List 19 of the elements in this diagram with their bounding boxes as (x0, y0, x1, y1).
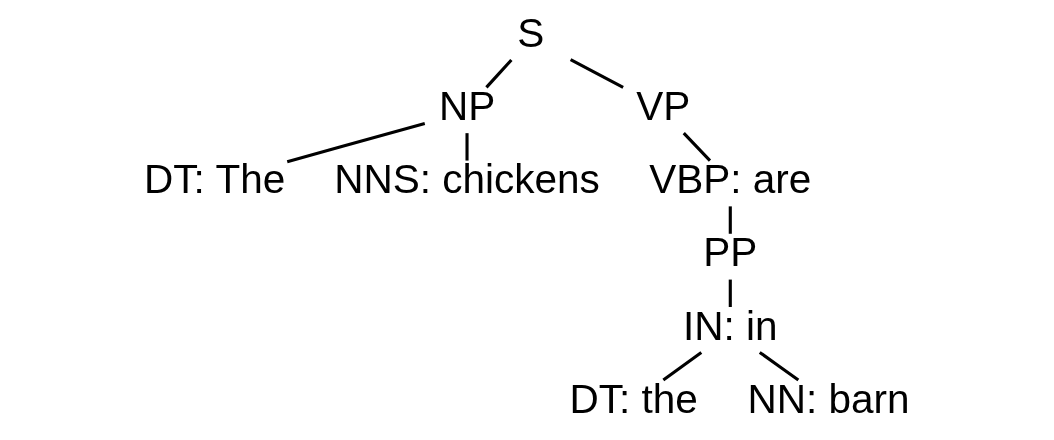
node-text: VBP: are (649, 156, 812, 203)
connector (485, 58, 513, 89)
node-text: VP (636, 82, 691, 129)
node-text: IN: in (683, 302, 778, 349)
connector (662, 351, 703, 382)
node-text: NNS: chickens (334, 156, 600, 203)
node-text: DT: the (569, 375, 698, 422)
connector (728, 206, 732, 234)
connector (286, 121, 426, 164)
connector (569, 58, 624, 89)
node-text: PP (703, 229, 758, 276)
connector (682, 132, 712, 162)
node-text: NP (438, 82, 496, 129)
connector (758, 351, 800, 382)
connector (728, 279, 732, 307)
node-text: S (517, 9, 545, 56)
node-text: DT: The (144, 156, 286, 203)
connector (465, 133, 469, 161)
node-text: NN: barn (747, 375, 910, 422)
